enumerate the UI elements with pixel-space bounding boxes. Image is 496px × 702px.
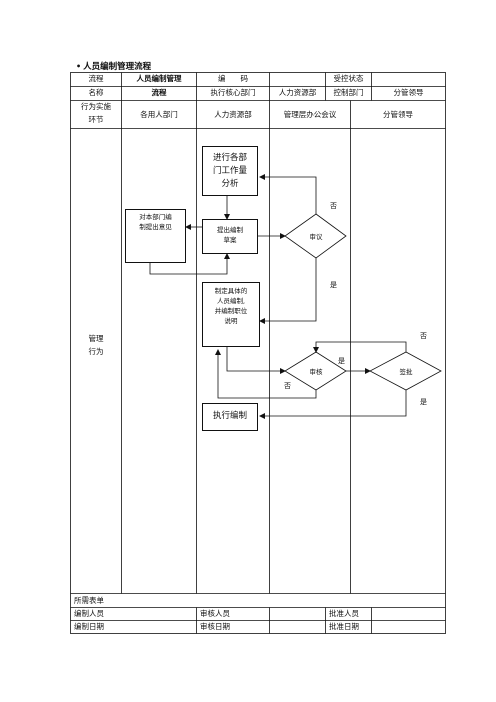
review-diamond-2 <box>284 351 347 391</box>
leader-label: 分管领导 <box>393 88 424 97</box>
draft-date-label: 编制日期 <box>74 622 104 631</box>
propose-draft-text: 提出编制 草案 <box>217 226 243 244</box>
mgmt-label-line2: 行为 <box>88 347 104 356</box>
dept-opinion-text: 对本部门编 制提出意见 <box>139 213 172 231</box>
reviewer-label: 审核人员 <box>200 609 230 618</box>
analyze-workload-box: 进行各部 门工作量 分析 <box>202 146 258 196</box>
exec-dept: 执行核心部门 <box>210 88 256 97</box>
analyze-workload-text: 进行各部 门工作量 分析 <box>212 153 247 189</box>
no-label-3: 否 <box>420 332 427 340</box>
stage-label-1: 行为实施 <box>81 102 111 111</box>
approver-label: 批准人员 <box>329 609 359 618</box>
ctrl-dept: 控制部门 <box>333 88 364 97</box>
status-label: 受控状态 <box>333 74 364 83</box>
review-diamond-1 <box>284 213 347 259</box>
code-label: 编 码 <box>218 74 248 83</box>
hr-dept: 人力资源部 <box>278 88 317 97</box>
approve-diamond <box>369 351 442 391</box>
col-user-depts: 各用人部门 <box>140 110 178 119</box>
review-1-text: 审议 <box>309 233 323 241</box>
mgmt-label-line1: 管理 <box>88 334 104 343</box>
col-hr: 人力资源部 <box>214 110 252 119</box>
document-title: •人员编制管理流程 <box>76 60 151 72</box>
bullet-icon: • <box>76 62 82 71</box>
forms-label: 所需表单 <box>74 596 104 605</box>
name-label: 名称 <box>88 88 104 97</box>
col-mgmt-meeting: 管理层办公会议 <box>283 110 337 119</box>
drafter-label: 编制人员 <box>74 609 104 618</box>
approve-text: 签批 <box>399 368 413 376</box>
yes-label-1: 是 <box>330 281 337 289</box>
propose-draft-box: 提出编制 草案 <box>202 219 258 254</box>
no-label-1: 否 <box>330 202 337 210</box>
flow-name: 人员编制管理 <box>136 74 182 83</box>
review-date-label: 审核日期 <box>200 622 230 631</box>
no-label-2: 否 <box>284 382 291 390</box>
title-text: 人员编制管理流程 <box>83 62 152 72</box>
flow-connectors <box>149 174 442 419</box>
review-2-text: 审核 <box>309 368 323 376</box>
stage-label-2: 环节 <box>88 115 104 124</box>
flow-name-cont: 流程 <box>151 88 167 97</box>
dept-opinion-box: 对本部门编 制提出意见 <box>125 209 186 263</box>
yes-label-3: 是 <box>420 398 427 406</box>
col-leader: 分管领导 <box>383 110 413 119</box>
yes-label-2: 是 <box>338 357 345 365</box>
table-border <box>70 72 446 634</box>
flow-label: 流程 <box>88 74 104 83</box>
formulate-text: 制定具体的 人员编制, 并编制职位 说明 <box>214 287 248 325</box>
execute-box: 执行编制 <box>202 403 258 431</box>
formulate-box: 制定具体的 人员编制, 并编制职位 说明 <box>202 282 260 347</box>
approve-date-label: 批准日期 <box>329 622 359 631</box>
execute-text: 执行编制 <box>212 411 247 421</box>
